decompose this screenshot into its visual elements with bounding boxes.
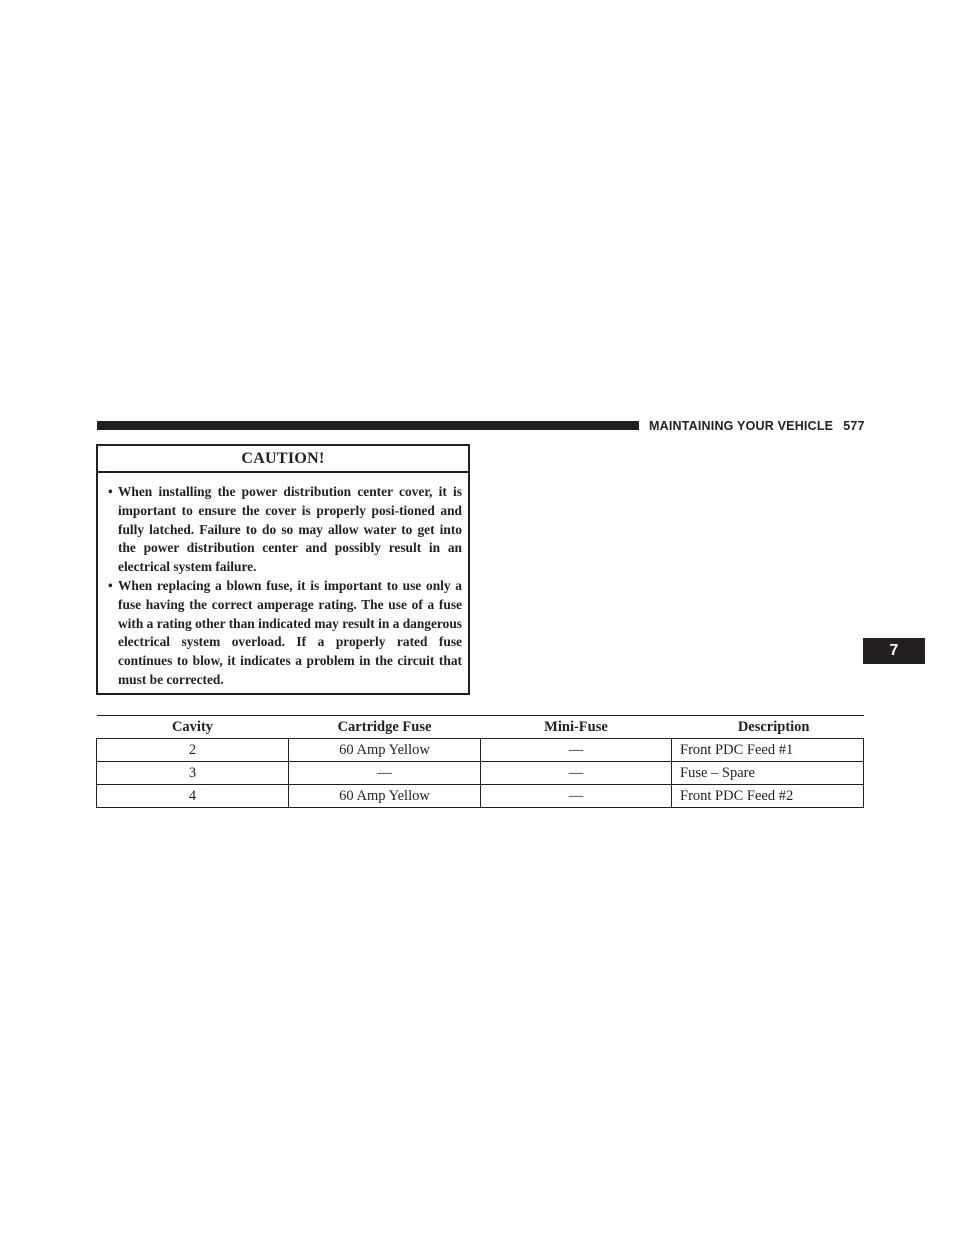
cell-mini-fuse: — (480, 738, 672, 762)
running-header: MAINTAINING YOUR VEHICLE 577 (649, 417, 865, 435)
section-title: MAINTAINING YOUR VEHICLE (649, 419, 834, 433)
cell-mini-fuse: — (480, 761, 672, 785)
table-header-row: Cavity Cartridge Fuse Mini-Fuse Descript… (96, 715, 864, 739)
table-row: 3 — — Fuse – Spare (96, 761, 864, 785)
caution-list: • When installing the power distribution … (98, 473, 468, 690)
caution-item-text: When replacing a blown fuse, it is impor… (118, 577, 462, 687)
table-row: 2 60 Amp Yellow — Front PDC Feed #1 (96, 738, 864, 762)
column-header-description: Description (671, 715, 864, 739)
chapter-tab: 7 (863, 638, 925, 664)
page-number: 577 (843, 419, 865, 433)
cell-cartridge-fuse: — (288, 761, 481, 785)
table-row: 4 60 Amp Yellow — Front PDC Feed #2 (96, 784, 864, 808)
cell-cavity: 3 (96, 761, 289, 785)
caution-item: • When installing the power distribution … (108, 483, 462, 577)
caution-box: CAUTION! • When installing the power dist… (96, 444, 470, 695)
cell-cavity: 4 (96, 784, 289, 808)
bullet-icon: • (108, 577, 113, 593)
cell-cartridge-fuse: 60 Amp Yellow (288, 784, 481, 808)
caution-item: • When replacing a blown fuse, it is impo… (108, 577, 462, 690)
header-rule (97, 421, 639, 430)
column-header-cartridge-fuse: Cartridge Fuse (288, 715, 481, 739)
cell-description: Front PDC Feed #2 (671, 784, 864, 808)
caution-item-text: When installing the power distribution c… (118, 484, 462, 575)
cell-description: Front PDC Feed #1 (671, 738, 864, 762)
cell-mini-fuse: — (480, 784, 672, 808)
cell-cavity: 2 (96, 738, 289, 762)
cell-cartridge-fuse: 60 Amp Yellow (288, 738, 481, 762)
column-header-mini-fuse: Mini-Fuse (480, 715, 672, 739)
caution-heading: CAUTION! (98, 446, 468, 473)
bullet-icon: • (108, 484, 113, 499)
cell-description: Fuse – Spare (671, 761, 864, 785)
fuse-table: Cavity Cartridge Fuse Mini-Fuse Descript… (96, 715, 864, 808)
column-header-cavity: Cavity (96, 715, 289, 739)
